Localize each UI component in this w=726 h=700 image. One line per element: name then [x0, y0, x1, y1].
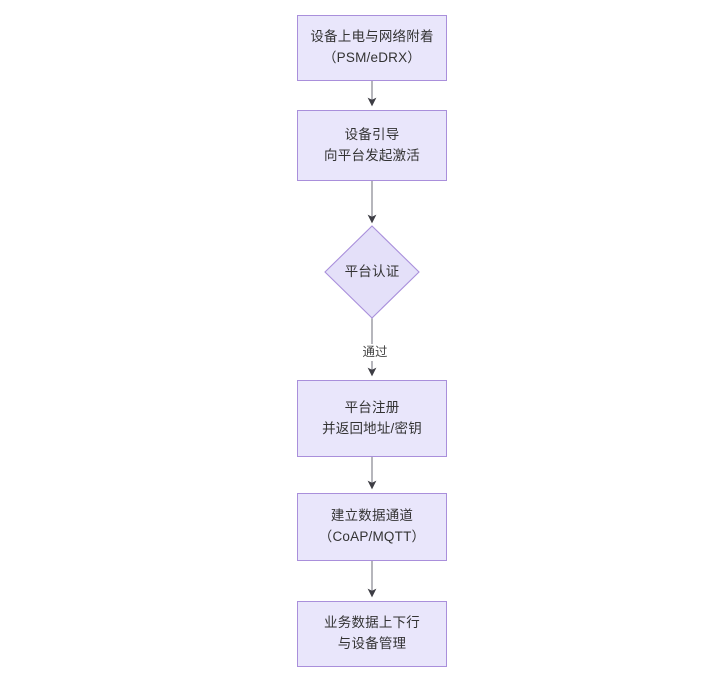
- flow-node-line1: 设备引导: [344, 126, 400, 142]
- flow-node-line1: 建立数据通道: [330, 508, 414, 524]
- flow-node-power-on-network-attach[interactable]: 设备上电与网络附着 （PSM/eDRX）: [297, 15, 447, 81]
- flow-node-establish-data-channel[interactable]: 建立数据通道 （CoAP/MQTT）: [297, 493, 447, 561]
- flow-node-line2: （CoAP/MQTT）: [318, 529, 426, 544]
- flow-node-line1: 业务数据上下行: [324, 615, 420, 631]
- flow-node-business-data-uplink-downlink-device-management[interactable]: 业务数据上下行 与设备管理: [297, 601, 447, 667]
- flow-node-platform-registration-return-address-key[interactable]: 平台注册 并返回地址/密钥: [297, 380, 447, 457]
- flow-node-line1: 设备上电与网络附着: [310, 29, 434, 45]
- flow-node-line2: 并返回地址/密钥: [322, 420, 422, 436]
- flow-node-line1: 平台注册: [344, 399, 400, 415]
- flow-node-line2: 与设备管理: [337, 636, 407, 651]
- flow-node-line2: （PSM/eDRX）: [322, 50, 422, 65]
- flow-node-line2: 向平台发起激活: [324, 147, 420, 163]
- flow-node-line1: 平台认证: [344, 263, 400, 279]
- diamond-shape-icon: [324, 225, 420, 319]
- flow-node-device-bootstrap-activation[interactable]: 设备引导 向平台发起激活: [297, 110, 447, 181]
- flow-node-platform-authentication-decision[interactable]: 平台认证: [324, 225, 420, 319]
- edge-label-pass: 通过: [352, 344, 398, 361]
